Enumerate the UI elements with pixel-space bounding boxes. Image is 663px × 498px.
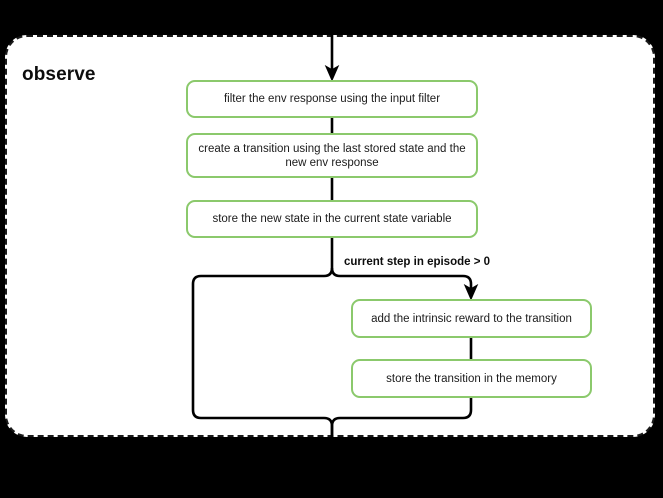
node-filter-env-response[interactable]: filter the env response using the input …	[186, 80, 478, 118]
edge-label-current-step-condition: current step in episode > 0	[344, 256, 491, 268]
node-store-new-state[interactable]: store the new state in the current state…	[186, 200, 478, 238]
node-label: create a transition using the last store…	[198, 142, 466, 169]
subgraph-title-observe: observe	[22, 64, 96, 85]
node-label: filter the env response using the input …	[223, 93, 441, 105]
node-add-intrinsic-reward[interactable]: add the intrinsic reward to the transiti…	[351, 299, 592, 338]
node-label: add the intrinsic reward to the transiti…	[371, 312, 572, 325]
node-store-transition-memory[interactable]: store the transition in the memory	[351, 359, 592, 398]
node-label: store the new state in the current state…	[212, 213, 452, 225]
node-label: store the transition in the memory	[386, 372, 557, 385]
node-create-transition[interactable]: create a transition using the last store…	[186, 133, 478, 178]
